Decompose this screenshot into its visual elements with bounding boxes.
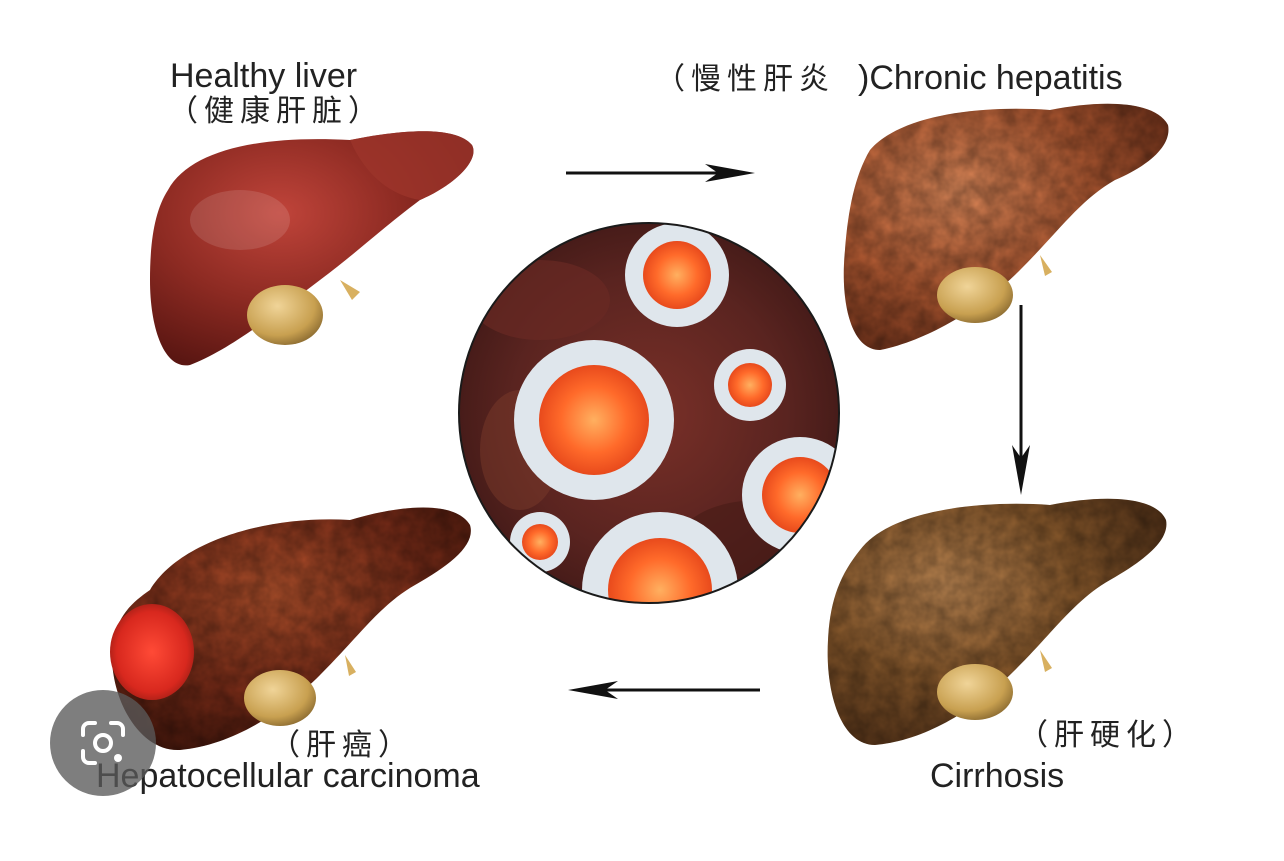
hepatitis-virus-micrograph: [458, 222, 840, 604]
healthy-liver-label-en: Healthy liver: [170, 57, 358, 95]
virus-particle: [510, 512, 570, 572]
tumor-mass: [110, 604, 194, 700]
hcc-label-cn: （肝癌）: [270, 728, 414, 763]
arrow-icon: [568, 681, 760, 699]
google-lens-button[interactable]: [50, 690, 156, 796]
cirrhosis-label-cn: （肝硬化）: [1018, 718, 1198, 753]
chronic-hepatitis-liver-illustration: [843, 103, 1169, 350]
healthy-liver-illustration: [150, 131, 474, 366]
chronic-hepatitis-label-cn: （慢性肝炎: [655, 62, 835, 97]
virus-particle: [514, 340, 674, 500]
chronic-hepatitis-label-en: )Chronic hepatitis: [858, 59, 1123, 97]
arrow-icon: [566, 164, 755, 182]
virus-particle: [625, 223, 729, 327]
hcc-label-en: Hepatocellular carcinoma: [96, 757, 480, 795]
arrow-icon: [1012, 305, 1030, 495]
cirrhosis-liver-illustration: [827, 498, 1167, 745]
hcc-liver-illustration: [110, 507, 471, 751]
google-lens-icon: [81, 721, 125, 765]
virus-particle: [742, 437, 839, 553]
virus-particle: [582, 512, 738, 603]
cirrhosis-label-en: Cirrhosis: [930, 757, 1065, 795]
healthy-liver-label-cn: （健康肝脏）: [168, 94, 384, 129]
virus-particle: [714, 349, 786, 421]
